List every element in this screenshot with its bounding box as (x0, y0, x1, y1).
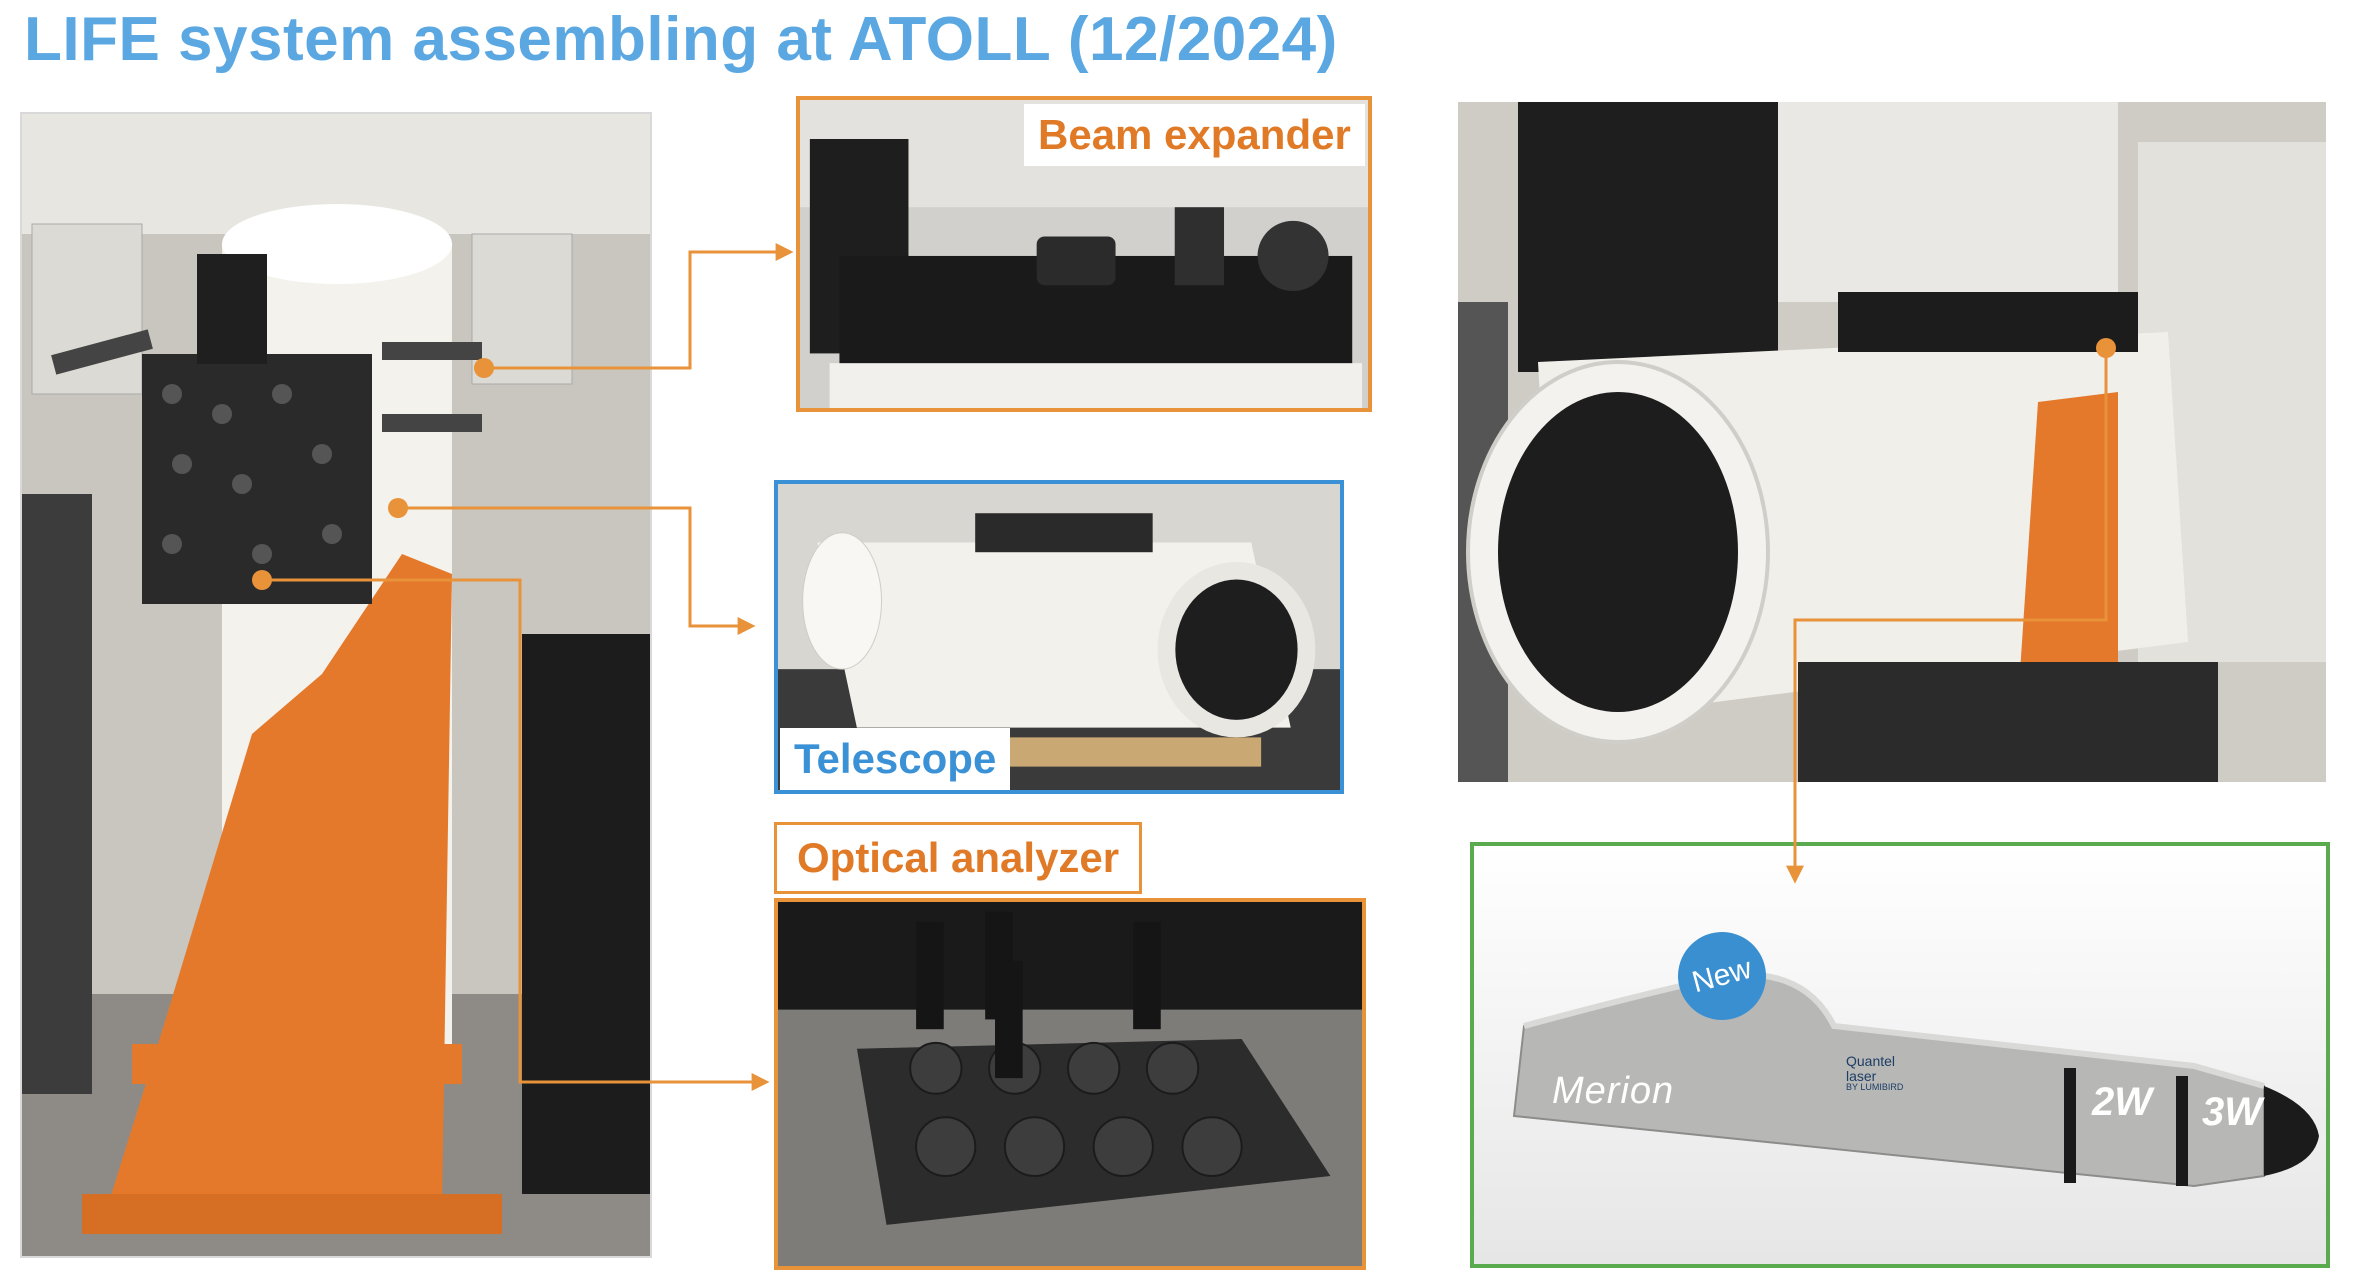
module-2w-label: 2W (2092, 1080, 2152, 1124)
merion-logo: Merion (1552, 1070, 1675, 1112)
system-photo (20, 112, 652, 1258)
telescope-label: Telescope (780, 728, 1011, 790)
new-badge-text: New (1688, 951, 1756, 1000)
beam-expander-label: Beam expander (1024, 104, 1365, 166)
telescope-photo (774, 480, 1344, 794)
module-3w-label: 3W (2202, 1090, 2262, 1134)
page-title: LIFE system assembling at ATOLL (12/2024… (24, 5, 1338, 74)
laser-body-shape (1512, 971, 2319, 1188)
laser-product-panel: New Merion Quantel laser BY LUMIBIRD 2W … (1470, 842, 2330, 1268)
quantel-logo: Quantel laser BY LUMIBIRD (1846, 1053, 1904, 1093)
optical-analyzer-label: Optical analyzer (774, 822, 1143, 894)
optical-analyzer-photo (774, 898, 1366, 1270)
side-view-photo (1458, 102, 2326, 782)
